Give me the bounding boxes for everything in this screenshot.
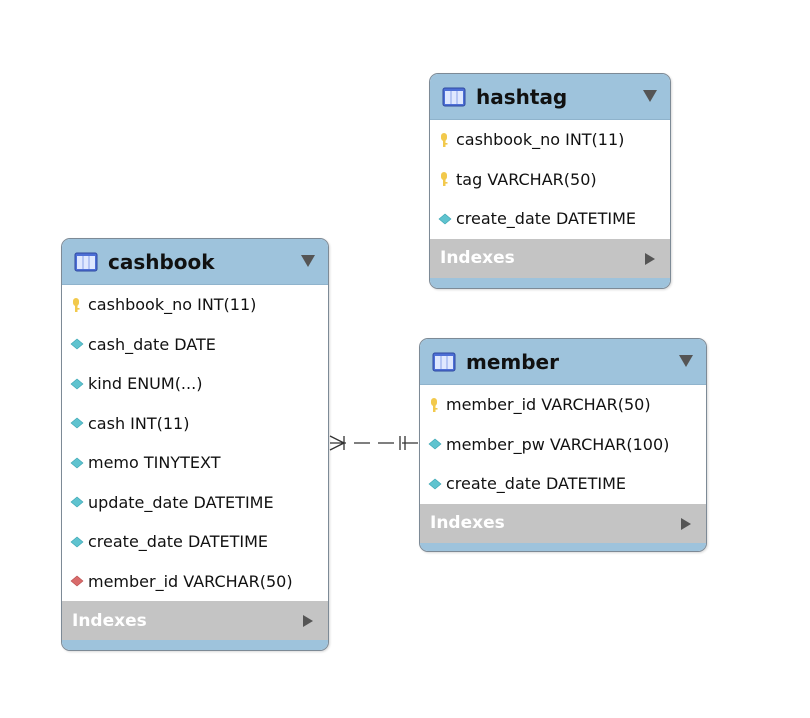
column-row[interactable]: cashbook_no INT(11): [62, 285, 328, 325]
collapse-triangle-icon[interactable]: [678, 354, 694, 368]
column-label: cash_date DATE: [88, 334, 216, 354]
table-cashbook[interactable]: cashbook cashbook_no INT(11) cash_date DA…: [61, 238, 329, 651]
primary-key-icon: [420, 397, 446, 413]
column-row[interactable]: memo TINYTEXT: [62, 443, 328, 483]
table-icon: [74, 252, 98, 271]
expand-arrow-icon[interactable]: [680, 517, 692, 531]
column-icon: [420, 476, 446, 492]
column-label: create_date DATETIME: [446, 474, 626, 494]
column-label: create_date DATETIME: [456, 209, 636, 229]
table-header[interactable]: hashtag: [430, 74, 670, 120]
table-header[interactable]: member: [420, 339, 706, 385]
column-row[interactable]: cash INT(11): [62, 404, 328, 444]
column-row[interactable]: member_id VARCHAR(50): [62, 562, 328, 602]
column-icon: [62, 534, 88, 550]
column-row[interactable]: kind ENUM(...): [62, 364, 328, 404]
column-label: member_id VARCHAR(50): [446, 395, 651, 415]
column-row[interactable]: create_date DATETIME: [430, 199, 670, 239]
column-list: cashbook_no INT(11) tag VARCHAR(50) create…: [430, 120, 670, 239]
table-title: cashbook: [108, 249, 215, 274]
table-header[interactable]: cashbook: [62, 239, 328, 285]
column-icon: [420, 436, 446, 452]
column-icon: [62, 415, 88, 431]
column-row[interactable]: cashbook_no INT(11): [430, 120, 670, 160]
column-row[interactable]: create_date DATETIME: [62, 522, 328, 562]
column-list: member_id VARCHAR(50) member_pw VARCHAR(1…: [420, 385, 706, 504]
indexes-label: Indexes: [440, 248, 515, 268]
table-member[interactable]: member member_id VARCHAR(50) member_pw VA…: [419, 338, 707, 552]
column-row[interactable]: update_date DATETIME: [62, 483, 328, 523]
collapse-triangle-icon[interactable]: [642, 89, 658, 103]
indexes-section[interactable]: Indexes: [430, 238, 670, 278]
table-title: member: [466, 349, 559, 374]
column-label: cashbook_no INT(11): [456, 130, 625, 150]
column-label: cashbook_no INT(11): [88, 295, 257, 315]
column-row[interactable]: tag VARCHAR(50): [430, 160, 670, 200]
collapse-triangle-icon[interactable]: [300, 254, 316, 268]
table-icon: [432, 352, 456, 371]
column-icon: [430, 211, 456, 227]
table-footer: [430, 277, 670, 288]
column-label: member_id VARCHAR(50): [88, 571, 293, 591]
primary-key-icon: [62, 297, 88, 313]
table-footer: [420, 542, 706, 551]
primary-key-icon: [430, 171, 456, 187]
column-label: create_date DATETIME: [88, 532, 268, 552]
column-label: update_date DATETIME: [88, 492, 274, 512]
column-row[interactable]: member_id VARCHAR(50): [420, 385, 706, 425]
crow-foot-many-marker: [329, 435, 345, 451]
column-row[interactable]: create_date DATETIME: [420, 464, 706, 504]
foreign-key-icon: [62, 573, 88, 589]
expand-arrow-icon[interactable]: [302, 614, 314, 628]
column-icon: [62, 336, 88, 352]
indexes-label: Indexes: [430, 513, 505, 533]
column-label: memo TINYTEXT: [88, 453, 221, 473]
expand-arrow-icon[interactable]: [644, 252, 656, 266]
column-list: cashbook_no INT(11) cash_date DATE kind EN…: [62, 285, 328, 601]
column-label: tag VARCHAR(50): [456, 169, 597, 189]
table-hashtag[interactable]: hashtag cashbook_no INT(11) tag VARCHAR(5…: [429, 73, 671, 289]
column-label: member_pw VARCHAR(100): [446, 434, 670, 454]
column-icon: [62, 376, 88, 392]
table-footer: [62, 640, 328, 650]
indexes-section[interactable]: Indexes: [62, 601, 328, 640]
column-label: kind ENUM(...): [88, 374, 203, 394]
column-row[interactable]: cash_date DATE: [62, 325, 328, 365]
column-label: cash INT(11): [88, 413, 190, 433]
column-icon: [62, 494, 88, 510]
column-row[interactable]: member_pw VARCHAR(100): [420, 425, 706, 465]
primary-key-icon: [430, 132, 456, 148]
indexes-label: Indexes: [72, 610, 147, 631]
one-and-only-one-marker: [399, 436, 406, 450]
indexes-section[interactable]: Indexes: [420, 503, 706, 543]
column-icon: [62, 455, 88, 471]
table-title: hashtag: [476, 84, 568, 109]
table-icon: [442, 87, 466, 106]
